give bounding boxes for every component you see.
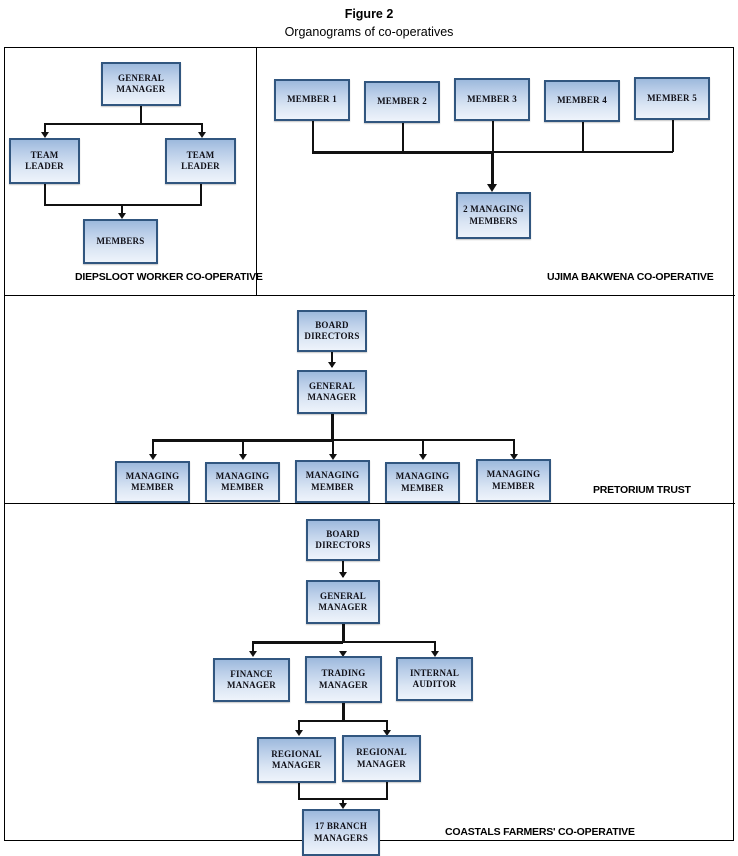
connector-gm-stem — [342, 624, 345, 643]
panel-label-coastals: COASTALS FARMERS' CO-OPERATIVE — [445, 826, 635, 838]
arrowhead-gm — [328, 362, 336, 368]
arrowhead-finance-manager — [249, 651, 257, 657]
panel-label-diepsloot: DIEPSLOOT WORKER CO-OPERATIVE — [75, 271, 263, 283]
arrowhead-regional-manager-1 — [295, 730, 303, 736]
connector-drop-finance — [252, 641, 254, 654]
connector-gm-bus — [44, 123, 203, 125]
node-board-directors: BOARD DIRECTORS — [306, 519, 380, 561]
connector-gm-to-tl-left — [44, 123, 46, 135]
node-managing-member-5: MANAGING MEMBER — [476, 459, 551, 502]
node-managing-member-3: MANAGING MEMBER — [295, 460, 370, 503]
connector-members-bus-right — [493, 151, 673, 153]
node-17-branch-managers: 17 BRANCH MANAGERS — [302, 809, 380, 856]
connector-branch-stem — [342, 798, 344, 806]
connector-trading-stem — [342, 703, 345, 722]
connector-board-to-gm — [331, 352, 333, 367]
arrowhead-mm-2 — [239, 454, 247, 460]
node-managing-member-1: MANAGING MEMBER — [115, 461, 190, 503]
connector-gm-stem — [140, 106, 142, 124]
arrowhead-tl-left — [41, 132, 49, 138]
arrowhead-branch-managers — [339, 803, 347, 809]
connector-member-1-drop — [312, 121, 314, 152]
arrowhead-mm-3 — [329, 454, 337, 460]
connector-regional-2-drop — [386, 782, 388, 800]
connector-member-2-drop — [402, 123, 404, 152]
arrowhead-gm — [339, 572, 347, 578]
node-team-leader-left: TEAM LEADER — [9, 138, 80, 184]
connector-drop-mm-3 — [332, 439, 334, 458]
arrowhead-mm-1 — [149, 454, 157, 460]
connector-drop-mm-4 — [422, 439, 424, 458]
arrowhead-managing-members — [487, 184, 497, 192]
connector-gm-to-tl-right — [201, 123, 203, 135]
panel-label-ujima: UJIMA BAKWENA CO-OPERATIVE — [547, 271, 714, 283]
node-general-manager: GENERAL MANAGER — [297, 370, 367, 414]
figure-subtitle: Organograms of co-operatives — [284, 25, 454, 39]
connector-member-3-drop — [492, 121, 494, 152]
connector-drop-regional-1 — [298, 720, 300, 733]
connector-regional-bus — [298, 720, 388, 722]
node-regional-manager-1: REGIONAL MANAGER — [257, 737, 336, 783]
connector-board-to-gm — [342, 561, 344, 577]
connector-member-4-drop — [582, 122, 584, 152]
connector-members-stem — [121, 204, 123, 216]
node-team-leader-right: TEAM LEADER — [165, 138, 236, 184]
panel-diepsloot-worker-co-operative: GENERAL MANAGER TEAM LEADER TEAM LEADER … — [5, 48, 263, 296]
node-board-directors: BOARD DIRECTORS — [297, 310, 367, 352]
connector-member-5-drop — [672, 120, 674, 152]
connector-regional-1-drop — [298, 783, 300, 800]
node-member-2: MEMBER 2 — [364, 81, 440, 123]
connector-drop-auditor — [434, 641, 436, 654]
node-member-4: MEMBER 4 — [544, 80, 620, 122]
figure-title: Figure 2 — [344, 7, 394, 21]
panel-label-pretorium: PRETORIUM TRUST — [593, 484, 691, 496]
connector-drop-regional-2 — [386, 720, 388, 733]
node-member-1: MEMBER 1 — [274, 79, 350, 121]
node-managing-member-4: MANAGING MEMBER — [385, 462, 460, 503]
node-finance-manager: FINANCE MANAGER — [213, 658, 290, 702]
node-2-managing-members: 2 MANAGING MEMBERS — [456, 192, 531, 239]
connector-drop-mm-2 — [242, 439, 244, 458]
node-internal-auditor: INTERNAL AUDITOR — [396, 657, 473, 701]
panel-coastals-farmers-co-operative: BOARD DIRECTORS GENERAL MANAGER FINANCE … — [5, 504, 735, 856]
connector-tl-left-drop — [44, 184, 46, 206]
connector-drop-mm-5 — [513, 439, 515, 458]
connector-gm-stem — [331, 414, 334, 441]
arrowhead-trading-manager — [339, 651, 347, 657]
arrowhead-members — [118, 213, 126, 219]
arrowhead-regional-manager-2 — [383, 730, 391, 736]
panel-pretorium-trust: BOARD DIRECTORS GENERAL MANAGER MANAGING… — [5, 296, 735, 504]
connector-managing-stem — [491, 151, 494, 188]
node-member-3: MEMBER 3 — [454, 78, 530, 121]
node-members: MEMBERS — [83, 219, 158, 264]
node-trading-manager: TRADING MANAGER — [305, 656, 382, 703]
connector-tl-right-drop — [200, 184, 202, 206]
panel-ujima-bakwena-co-operative: MEMBER 1 MEMBER 2 MEMBER 3 MEMBER 4 MEMB… — [257, 48, 735, 296]
figure-frame: GENERAL MANAGER TEAM LEADER TEAM LEADER … — [4, 47, 735, 856]
arrowhead-mm-4 — [419, 454, 427, 460]
arrowhead-tl-right — [198, 132, 206, 138]
connector-drop-mm-1 — [152, 439, 154, 458]
node-managing-member-2: MANAGING MEMBER — [205, 462, 280, 502]
figure-heading: Figure 2 Organograms of co-operatives — [0, 0, 738, 40]
connector-tl-bus — [44, 204, 202, 206]
node-general-manager: GENERAL MANAGER — [101, 62, 181, 106]
connector-members-bus-left — [312, 151, 493, 154]
connector-gm-bus-left — [252, 641, 343, 644]
node-member-5: MEMBER 5 — [634, 77, 710, 120]
arrowhead-mm-5 — [510, 454, 518, 460]
node-general-manager: GENERAL MANAGER — [306, 580, 380, 624]
connector-gm-bus-right — [343, 641, 435, 643]
node-regional-manager-2: REGIONAL MANAGER — [342, 735, 421, 782]
arrowhead-internal-auditor — [431, 651, 439, 657]
